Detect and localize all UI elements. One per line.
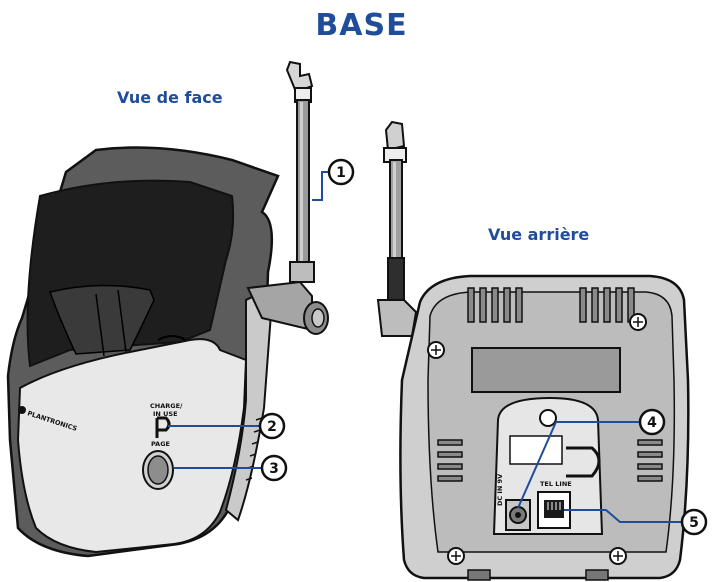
callout-1: 1 <box>312 158 355 201</box>
cord-hook <box>566 446 601 478</box>
status-led-icon <box>155 416 171 438</box>
charge-label: CHARGE/ <box>150 402 183 410</box>
dc-power-jack[interactable] <box>505 499 531 531</box>
front-view-base: PLANTRONICS CHARGE/ IN USE PAGE <box>6 60 329 558</box>
dc-in-label: DC IN 9V <box>496 474 504 506</box>
rear-foot-left <box>467 569 491 581</box>
front-antenna-clamp <box>246 280 329 335</box>
callout-5: 5 <box>564 508 708 536</box>
callout-4: 4 <box>517 408 666 509</box>
diagram-title: BASE <box>315 8 408 43</box>
callout-2: 2 <box>168 412 286 440</box>
svg-text:1: 1 <box>336 165 346 181</box>
rear-top-vents <box>467 287 635 323</box>
front-view-label: Vue de face <box>117 88 223 107</box>
rear-antenna <box>376 120 418 337</box>
rear-view-label: Vue arrière <box>488 225 590 244</box>
tel-line-label: TEL LINE <box>540 480 572 488</box>
page-button[interactable] <box>142 450 174 490</box>
front-side-vents <box>245 417 263 481</box>
in-use-label: IN USE <box>153 410 178 418</box>
svg-text:2: 2 <box>267 419 277 435</box>
rear-side-vents <box>437 439 663 482</box>
svg-text:3: 3 <box>269 461 279 477</box>
svg-text:5: 5 <box>689 515 699 531</box>
svg-text:4: 4 <box>647 415 657 431</box>
front-antenna <box>285 60 315 283</box>
rear-foot-right <box>585 569 609 581</box>
page-label: PAGE <box>151 440 170 448</box>
callout-3: 3 <box>174 454 288 482</box>
rear-view-base: DC IN 9V TEL LINE <box>376 120 690 581</box>
rear-label-recess <box>471 347 621 393</box>
brand-logo-icon <box>18 406 26 414</box>
